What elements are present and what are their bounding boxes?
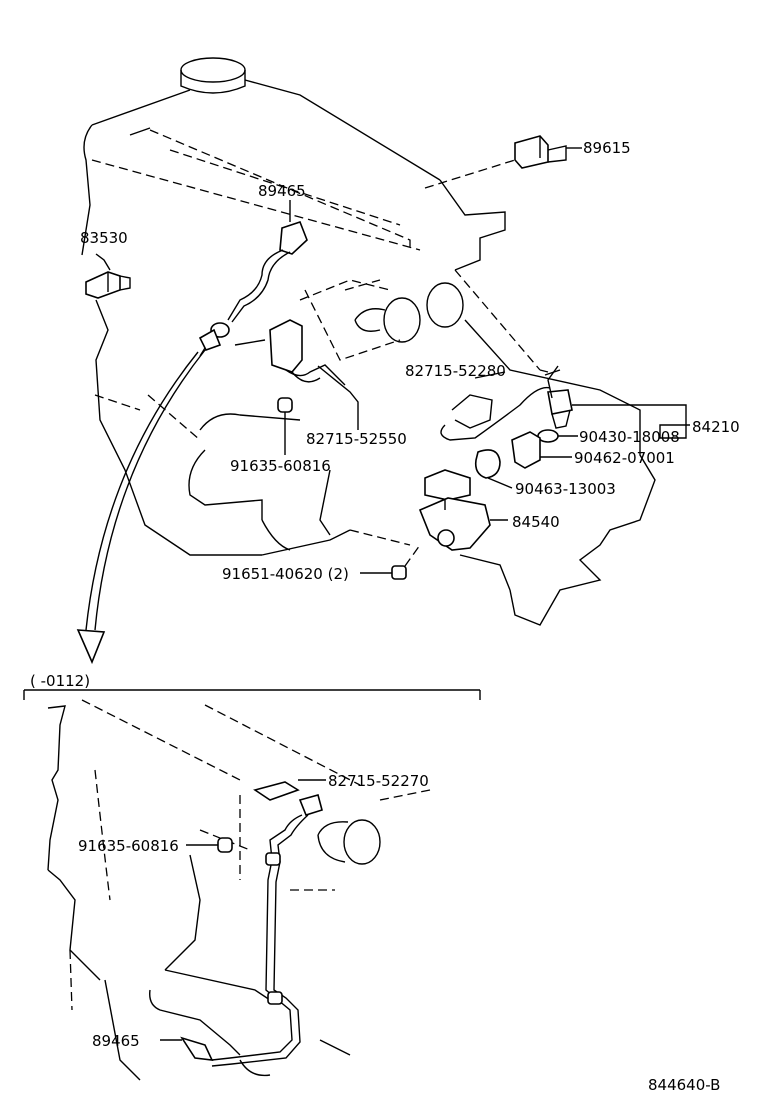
label-84540: 84540 bbox=[512, 513, 560, 531]
clamp-91635-60816-top-part bbox=[277, 397, 293, 455]
label-82715-52550: 82715-52550 bbox=[306, 430, 407, 448]
sensor-89615-part bbox=[514, 135, 582, 169]
oil-pressure-switch-part bbox=[85, 253, 131, 299]
oxygen-sensor-top-part bbox=[198, 200, 308, 357]
diagram-id: 844640-B bbox=[648, 1076, 720, 1094]
label-91651-40620: 91651-40620 (2) bbox=[222, 565, 349, 583]
switch-84210-part bbox=[547, 365, 690, 439]
label-89465-bottom: 89465 bbox=[92, 1032, 140, 1050]
engine-block-top-outline bbox=[81, 57, 656, 626]
engine-block-bottom-outline bbox=[47, 699, 431, 1081]
label-90463-13003: 90463-13003 bbox=[515, 480, 616, 498]
harness-82715-52280-part bbox=[440, 369, 561, 441]
neutral-start-switch-part bbox=[418, 469, 508, 551]
label-82715-52270: 82715-52270 bbox=[328, 772, 429, 790]
label-89615: 89615 bbox=[583, 139, 631, 157]
label-89465-top: 89465 bbox=[258, 182, 306, 200]
clip-90463-13003-part bbox=[474, 449, 513, 489]
label-82715-52280: 82715-52280 bbox=[405, 362, 506, 380]
label-91635-60816-bottom: 91635-60816 bbox=[78, 837, 179, 855]
clamp-91635-60816-bottom-part bbox=[186, 837, 233, 853]
bracket-82715-52270-part bbox=[253, 779, 326, 801]
label-90462-07001: 90462-07001 bbox=[574, 449, 675, 467]
detail-arrow bbox=[76, 349, 206, 665]
label-90430-18008: 90430-18008 bbox=[579, 428, 680, 446]
section-separator bbox=[23, 689, 481, 700]
label-84210: 84210 bbox=[692, 418, 740, 436]
clamp-90462-07001-part bbox=[511, 431, 572, 469]
label-83530: 83530 bbox=[80, 229, 128, 247]
label-91635-60816-top: 91635-60816 bbox=[230, 457, 331, 475]
oxygen-sensor-bottom-part bbox=[160, 794, 323, 1067]
bolt-91651-40620-part bbox=[360, 544, 421, 580]
bracket-82715-52550-part bbox=[269, 319, 359, 430]
applicability-range: ( -0112) bbox=[30, 672, 90, 690]
gasket-90430-18008-part bbox=[537, 429, 578, 443]
